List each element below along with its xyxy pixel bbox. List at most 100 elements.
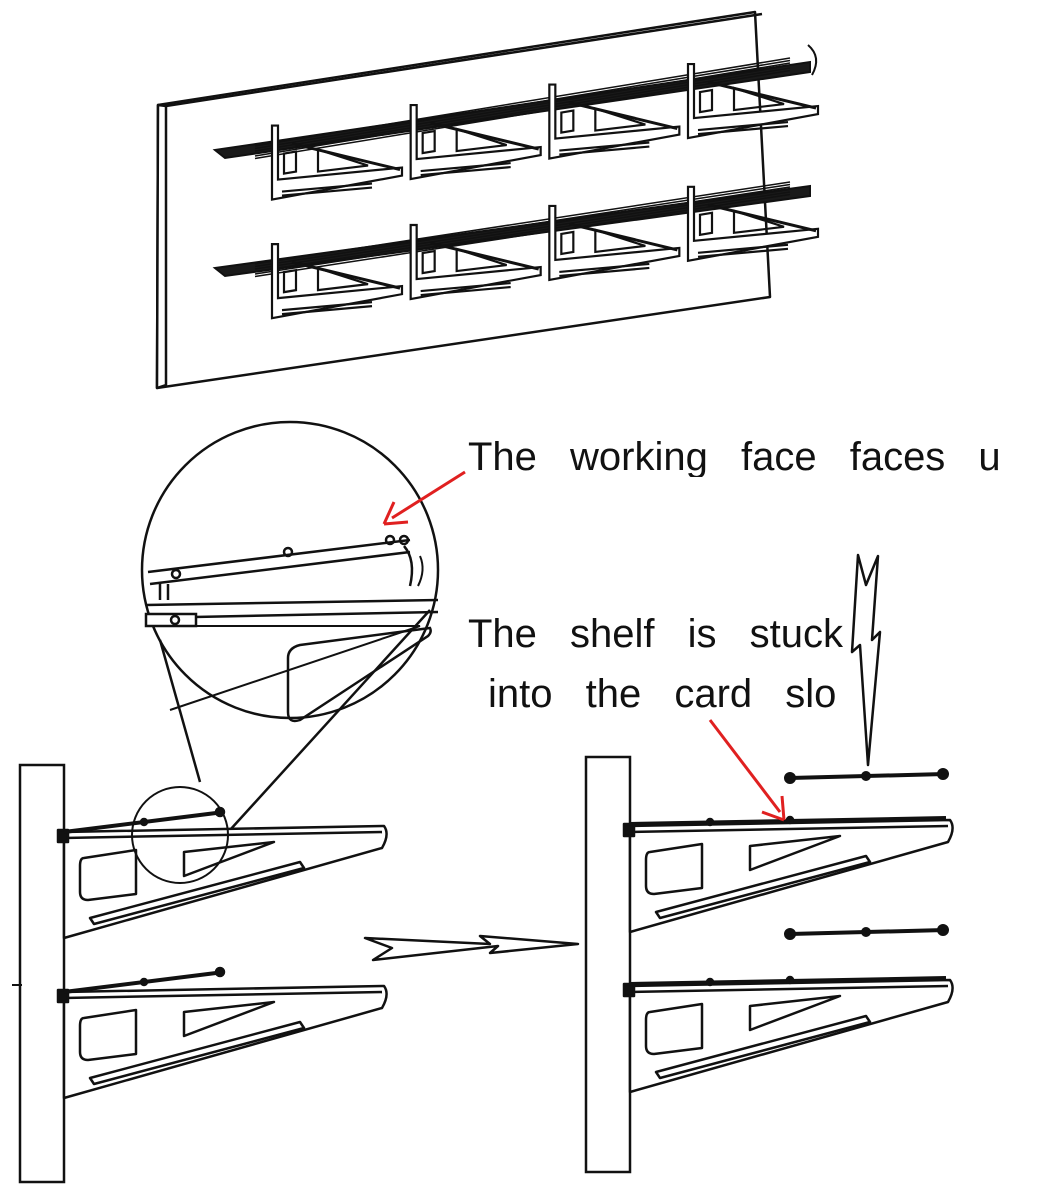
bottom-left-assembly [12,763,388,1184]
wall-section [18,763,66,1184]
bracket-arm [291,142,401,172]
shelf-slat [254,69,791,160]
shelf-slat [254,62,791,152]
bracket-window [560,109,575,134]
shelf-slat [254,57,791,147]
rotation-mark [807,44,818,76]
bracket-cutout [78,1008,138,1062]
side-bracket-1 [622,815,954,934]
bracket-window [594,107,646,132]
bracket-body [548,83,681,160]
bracket-window [732,209,785,235]
bracket-window [421,129,436,155]
bracket-slot [281,186,373,197]
bracket-window [316,148,369,173]
shelf-row-1 [212,57,820,201]
bracket-arm [707,80,817,110]
bracket-slot [559,145,650,156]
bracket-slot [420,285,511,297]
bracket-cutout [644,1002,704,1056]
bracket-body [270,124,404,201]
bracket-slot [697,120,789,132]
bracket-cutout [748,994,842,1032]
magnifier-target-circle [131,786,229,884]
shelf-peg [705,977,715,987]
bracket-window [282,150,298,175]
wall-panel-illustration [155,10,772,390]
bracket-window [455,127,508,153]
shelf-slat [254,191,791,275]
bracket-cutout [182,840,276,878]
shelf-peg [785,975,795,985]
wall-bracket [686,185,820,263]
bracket-slot [281,305,373,316]
red-arrow-working-face [382,470,466,526]
bracket-mount [56,828,70,844]
bracket-body [548,204,681,282]
shelf-peg [139,817,149,827]
bracket-cutout [78,848,138,902]
bracket-window [594,228,646,254]
bracket-window [282,268,298,294]
bracket-slot [559,266,650,278]
wall-bracket [270,243,404,320]
bracket-mount [622,982,636,998]
shelf-slat [254,188,791,273]
bracket-cutout [182,1000,276,1038]
bracket-slot [654,1014,872,1080]
shelf-slat [254,186,791,270]
shelf-stuck-annotation-line1: The shelf is stuck [468,614,860,654]
bracket-slot [654,854,872,920]
bracket-slot [281,182,373,193]
bracket-top-edge [629,984,949,994]
wall-bracket [409,103,542,181]
bracket-arm [430,241,540,271]
downward-arrow [850,553,882,767]
bracket-slot [420,161,511,173]
shelf-slat [254,64,791,155]
transition-arrow [363,934,580,962]
shelf-rows [212,57,820,320]
bracket-slot [88,1020,306,1086]
shelf-peg [785,815,795,825]
side-bracket-2 [622,975,954,1094]
bracket-mount [56,988,70,1004]
bracket-arm [430,121,540,151]
bracket-top-edge [629,824,949,834]
side-bracket-2 [56,966,388,1100]
bracket-arm [568,222,678,252]
bracket-window [455,247,508,273]
bracket-top-edge [63,990,383,1000]
bracket-arm [291,260,401,290]
bracket-arm [707,203,817,233]
shelf-row-2 [212,181,820,320]
side-bracket-1 [56,806,388,940]
bracket-slot [697,124,789,136]
red-arrow-card-slot [708,719,786,822]
wall-bracket [548,83,681,160]
wall-bracket [270,124,404,201]
shelf-slat [254,59,791,150]
bracket-window [560,230,575,256]
shelf-slat [254,183,791,268]
loose-shelf-bars [784,768,949,940]
bracket-slot [420,281,511,293]
working-face-annotation: The working face faces u [468,437,1030,477]
bracket-window [698,88,714,114]
shelf-slat [254,193,791,278]
bracket-body [686,185,820,263]
bracket-window [316,266,369,292]
bracket-window [732,86,785,112]
bracket-body [409,103,542,181]
bracket-slot [697,247,789,258]
bracket-slot [559,262,650,274]
shelf-slat [254,181,791,265]
bracket-slot [697,243,789,254]
bracket-slot [420,165,511,177]
bracket-top-edge [63,830,383,840]
bracket-slot [559,141,650,152]
working-face-text: The working face faces u [468,437,1001,477]
shelf-peg [139,977,149,987]
